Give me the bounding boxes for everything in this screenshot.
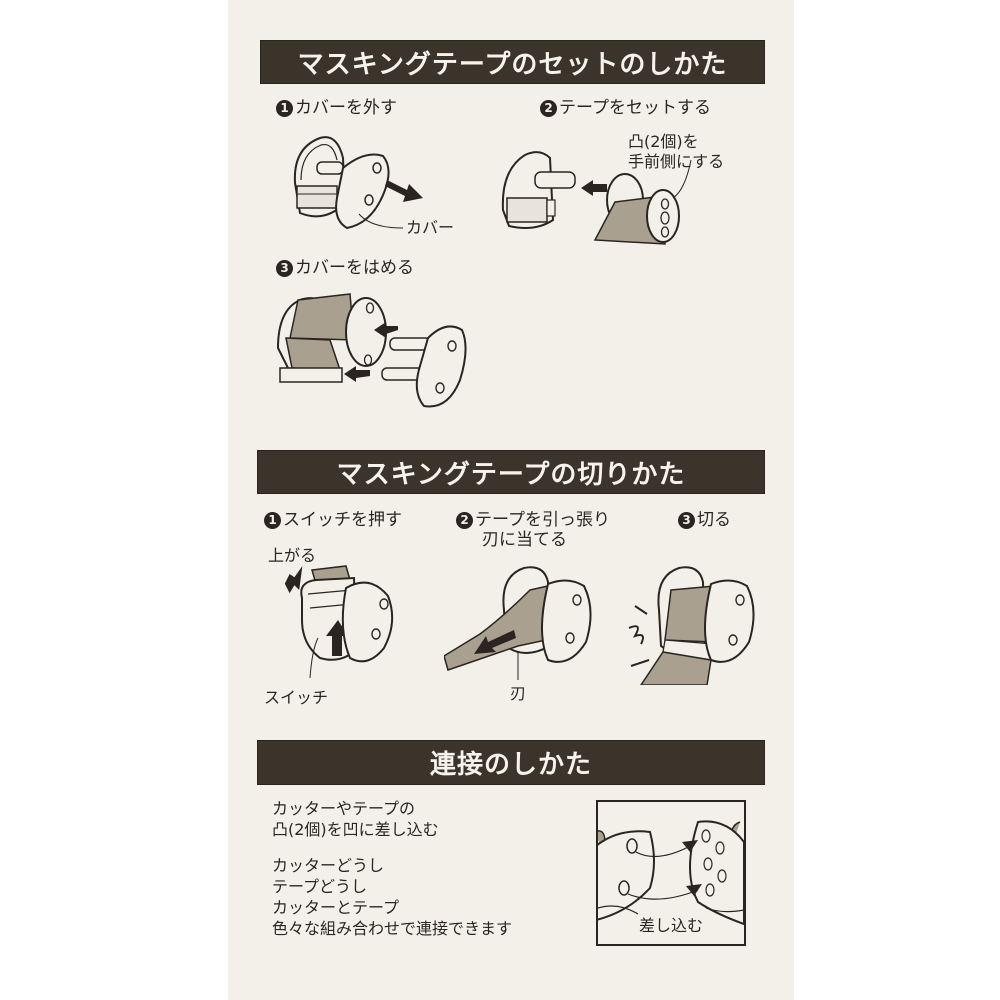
text-line: 凸(2個)を凹に差し込む [272,820,439,839]
callout-line: 凸(2個)を [628,132,699,151]
step-label-text: スイッチを押す [283,510,402,530]
text-line: カッターとテープ [272,898,400,917]
callout-rises: 上がる [268,546,317,565]
illustration-attach-cover [276,293,467,408]
step-label-text: カバーをはめる [295,258,414,278]
step-label-text: 切る [697,510,731,530]
step-number-badge: 1 [276,100,293,117]
callout-cover: カバー [406,218,455,237]
step-number-badge: 1 [264,512,281,529]
section-header-connect: 連接のしかた [257,740,765,785]
step-number-badge: 3 [276,260,293,277]
step-label-text: 刃に当てる [482,530,567,550]
connect-instructions: カッターやテープの 凸(2個)を凹に差し込む [272,798,439,840]
callout-line: 手前側にする [628,152,725,171]
text-line: カッターやテープの [272,799,416,818]
callout-switch: スイッチ [264,688,329,707]
step-label-text: カバーを外す [295,98,397,118]
step-number-badge: 2 [540,100,557,117]
step-number-badge: 3 [678,512,695,529]
section-title: 連接のしかた [429,750,592,780]
illustration-press-switch [284,565,394,679]
section-header-cut-tape: マスキングテープの切りかた [257,450,765,494]
illustration-pull-tape [444,566,592,680]
text-line: 色々な組み合わせで連接できます [272,919,513,938]
illustration-cut [628,566,755,685]
section-title: マスキングテープの切りかた [336,459,686,490]
section-header-set-tape: マスキングテープのセットのしかた [260,40,765,84]
step-number-badge: 2 [456,512,473,529]
text-line: テープどうし [272,877,368,896]
section-title: マスキングテープのセットのしかた [297,49,728,80]
illustration-remove-cover [293,136,423,230]
callout-bumps-facing: 凸(2個)を 手前側にする [628,132,724,172]
connect-combinations: カッターどうし テープどうし カッターとテープ 色々な組み合わせで連接できます [272,855,512,939]
illustration-set-tape [501,151,692,245]
illustration-insert-bumps [598,820,744,926]
connect-diagram: 差し込む [596,800,746,946]
callout-blade: 刃 [510,684,527,703]
step-label-text: テープをセットする [559,98,711,118]
step-label-text: テープを引っ張り [475,510,610,530]
text-line: カッターどうし [272,856,385,875]
diagram-caption: 差し込む [638,916,703,935]
